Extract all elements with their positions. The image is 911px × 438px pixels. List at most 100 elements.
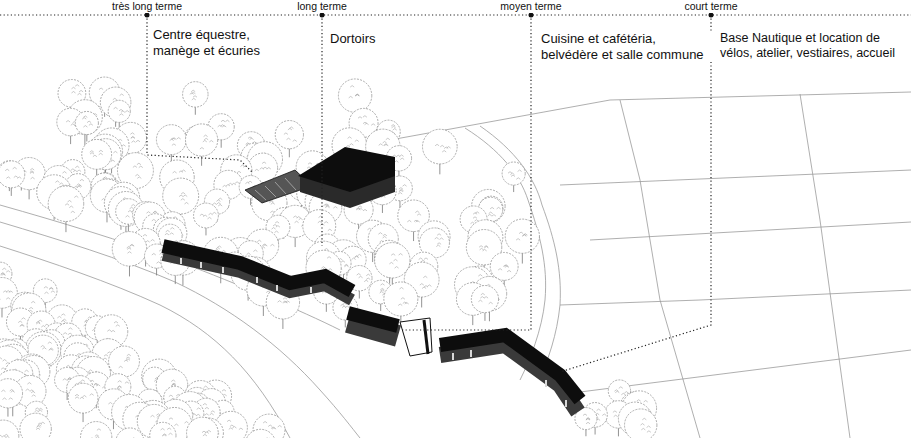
tree bbox=[150, 422, 176, 438]
tree-crown bbox=[471, 285, 498, 312]
tree-crown bbox=[502, 162, 525, 185]
tree-texture bbox=[420, 276, 432, 288]
phase-description: Dortoirs bbox=[328, 31, 452, 47]
belvedere-wall bbox=[424, 320, 428, 354]
tree-texture bbox=[583, 414, 590, 424]
tree-texture bbox=[349, 86, 360, 98]
tree-texture bbox=[90, 429, 102, 438]
tree-texture bbox=[75, 394, 94, 399]
window bbox=[256, 277, 258, 283]
tree-texture bbox=[106, 322, 120, 340]
tree bbox=[0, 161, 25, 196]
tree-texture bbox=[284, 127, 297, 141]
window bbox=[545, 380, 547, 387]
tree-texture bbox=[190, 90, 197, 100]
tree-texture bbox=[356, 206, 367, 211]
timeline-dot bbox=[709, 13, 714, 18]
tree-crown bbox=[194, 203, 219, 228]
tree bbox=[422, 129, 457, 174]
tree-texture bbox=[1, 268, 11, 275]
tree-texture bbox=[498, 265, 511, 272]
base-nautique-roof bbox=[440, 335, 580, 400]
window bbox=[180, 258, 182, 264]
tree-texture bbox=[130, 133, 140, 143]
phase-description: Cuisine et cafétéria, belvédère et salle… bbox=[539, 31, 715, 62]
tree-crown bbox=[245, 429, 276, 438]
window bbox=[222, 267, 224, 273]
tree-texture bbox=[227, 420, 243, 430]
tree-texture bbox=[479, 246, 488, 251]
tree-texture bbox=[0, 291, 13, 300]
tree-texture bbox=[641, 418, 651, 432]
window bbox=[470, 350, 472, 357]
tree-crown bbox=[183, 82, 208, 107]
tree-texture bbox=[57, 314, 67, 324]
timeline-line bbox=[0, 14, 911, 15]
timeline-dots bbox=[145, 13, 714, 18]
tree-texture bbox=[223, 182, 240, 187]
tree-texture bbox=[508, 170, 522, 179]
tree-crown bbox=[384, 282, 418, 316]
tree bbox=[575, 408, 597, 437]
tree-texture bbox=[133, 163, 143, 178]
dortoirs-roof bbox=[163, 246, 352, 291]
window bbox=[565, 400, 567, 407]
tree-texture bbox=[358, 116, 375, 126]
tree-crown bbox=[275, 121, 303, 149]
tree-texture bbox=[65, 196, 78, 213]
tree-texture bbox=[170, 138, 181, 146]
tree bbox=[185, 124, 217, 166]
tree-group bbox=[0, 77, 657, 438]
phase-label: moyen terme bbox=[498, 0, 563, 13]
road-edge bbox=[0, 222, 360, 438]
phase-label: très long terme bbox=[110, 0, 184, 13]
hatch-line bbox=[265, 186, 276, 197]
base-nautique-windows bbox=[452, 350, 567, 407]
ecuries-roof bbox=[298, 147, 395, 192]
tree-crown bbox=[156, 125, 186, 155]
tree-crown bbox=[112, 232, 147, 267]
tree-texture bbox=[435, 234, 444, 247]
tree-texture bbox=[379, 138, 390, 146]
tree-texture bbox=[318, 216, 332, 231]
cuisine-roof bbox=[348, 313, 398, 326]
tree-texture bbox=[0, 434, 10, 438]
tree bbox=[0, 379, 23, 417]
tree-texture bbox=[36, 320, 49, 327]
tree-texture bbox=[5, 167, 21, 178]
hatch-line bbox=[255, 190, 266, 200]
tree-texture bbox=[488, 207, 501, 216]
window bbox=[452, 353, 454, 360]
tree bbox=[471, 285, 498, 320]
tree-texture bbox=[200, 135, 213, 149]
tree-crown bbox=[81, 422, 112, 438]
tree bbox=[0, 420, 19, 438]
terrain-lines bbox=[0, 92, 911, 438]
hatch-line bbox=[275, 182, 286, 194]
phase-label: long terme bbox=[295, 0, 349, 13]
tree-crown bbox=[422, 129, 457, 164]
tree bbox=[245, 429, 276, 438]
tree-texture bbox=[213, 198, 223, 206]
tree-texture bbox=[90, 150, 103, 156]
tree bbox=[194, 203, 219, 235]
tree-texture bbox=[127, 245, 135, 254]
timeline-dot bbox=[145, 13, 150, 18]
tree bbox=[100, 87, 131, 127]
window bbox=[276, 285, 278, 291]
tree-texture bbox=[161, 428, 173, 436]
tree-crown bbox=[0, 420, 19, 438]
tree-crown bbox=[375, 243, 410, 278]
belvedere bbox=[400, 318, 432, 356]
leader-lines bbox=[0, 15, 911, 372]
tree-crown bbox=[108, 100, 130, 122]
tree-texture bbox=[116, 381, 129, 390]
field-edge bbox=[620, 100, 700, 438]
tree-texture bbox=[478, 293, 492, 303]
tree-texture bbox=[203, 404, 215, 416]
tree bbox=[183, 82, 208, 115]
tree bbox=[116, 428, 144, 438]
tree bbox=[112, 232, 147, 277]
tree-texture bbox=[323, 204, 337, 208]
